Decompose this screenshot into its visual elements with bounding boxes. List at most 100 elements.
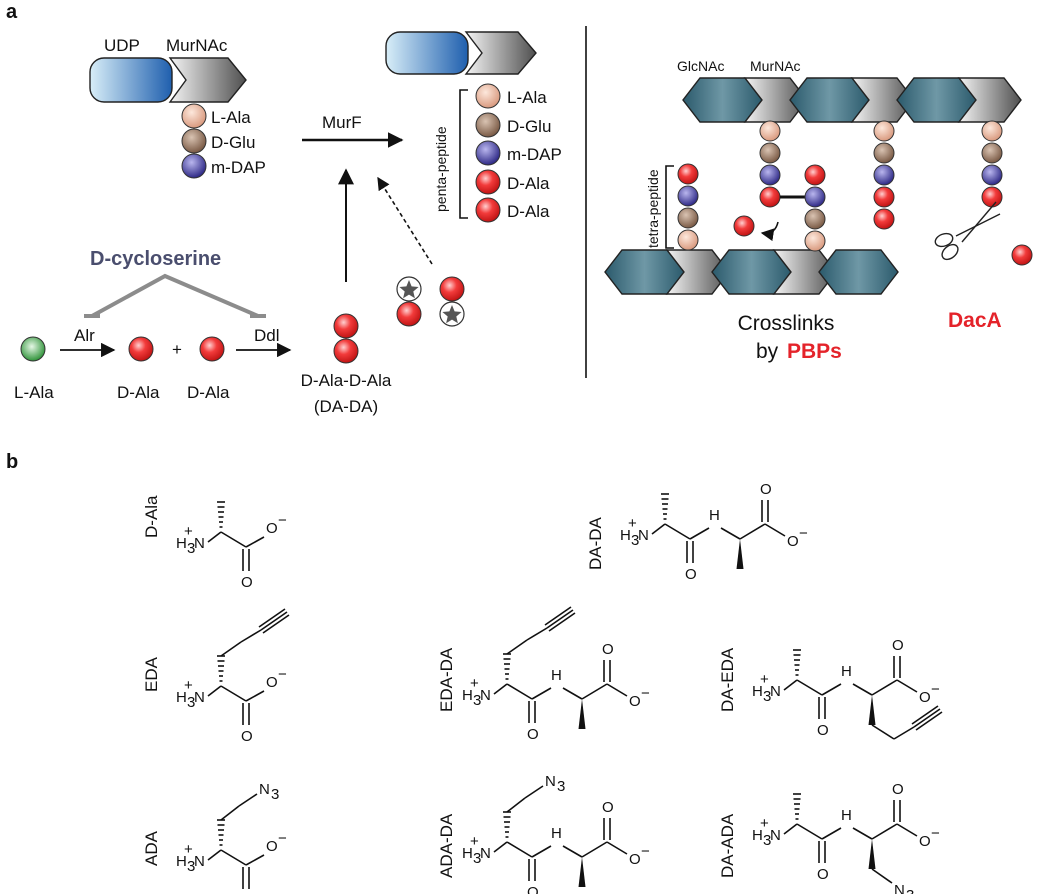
svg-text:H: H	[841, 807, 852, 824]
murf-label: MurF	[322, 113, 362, 132]
inhibitor-label: D-cycloserine	[90, 248, 221, 270]
svg-text:H: H	[462, 845, 473, 862]
name-da-ada: DA-ADA	[718, 813, 737, 878]
svg-text:H: H	[462, 687, 473, 704]
name-ada-da: ADA-DA	[437, 813, 456, 878]
svg-text:O: O	[241, 892, 253, 894]
svg-text:O: O	[241, 728, 253, 745]
bead-l-ala-free	[20, 336, 46, 362]
residue-right-5: D-Ala	[507, 202, 550, 221]
peptide-stems: tetra-peptide	[645, 120, 1033, 266]
svg-text:+: +	[760, 815, 769, 832]
name-ada: ADA	[142, 830, 161, 866]
residue-right-4: D-Ala	[507, 174, 550, 193]
svg-text:O: O	[527, 726, 539, 743]
svg-text:N: N	[770, 827, 781, 844]
d-ala-1-label: D-Ala	[117, 383, 160, 402]
svg-text:O: O	[266, 520, 278, 537]
svg-text:3: 3	[187, 540, 195, 557]
pbps-label: PBPs	[787, 340, 842, 363]
svg-text:+: +	[760, 671, 769, 688]
svg-text:3: 3	[763, 832, 771, 849]
ddl-label: Ddl	[254, 326, 280, 345]
svg-text:H: H	[551, 825, 562, 842]
svg-text:O: O	[919, 833, 931, 850]
svg-text:+: +	[184, 523, 193, 540]
svg-text:O: O	[266, 838, 278, 855]
svg-text:O: O	[760, 481, 772, 498]
svg-text:3: 3	[187, 858, 195, 875]
residue-left-1: L-Ala	[211, 108, 251, 127]
udp-murnac-pentapeptide: L-Ala D-Glu m-DAP D-Ala D-Ala penta-pept…	[385, 31, 562, 223]
svg-text:−: −	[278, 666, 287, 683]
svg-text:N: N	[259, 781, 270, 798]
svg-text:−: −	[799, 525, 808, 542]
svg-text:3: 3	[271, 786, 279, 803]
svg-text:3: 3	[906, 887, 914, 894]
svg-text:H: H	[176, 535, 187, 552]
svg-text:3: 3	[473, 692, 481, 709]
glcnac-label: GlcNAc	[677, 58, 724, 74]
svg-text:H: H	[841, 663, 852, 680]
svg-text:O: O	[602, 799, 614, 816]
name-eda-da: EDA-DA	[437, 647, 456, 712]
svg-text:N: N	[894, 882, 905, 894]
svg-text:O: O	[241, 574, 253, 591]
svg-text:H: H	[752, 827, 763, 844]
svg-text:H: H	[620, 527, 631, 544]
svg-text:−: −	[641, 685, 650, 702]
labeled-analog-dimers	[396, 276, 465, 327]
svg-text:N: N	[770, 683, 781, 700]
panel-b-label: b	[6, 451, 18, 473]
residue-right-3: m-DAP	[507, 145, 562, 164]
murnac-sugar	[168, 57, 247, 103]
svg-text:N: N	[194, 853, 205, 870]
l-ala-label: L-Ala	[14, 383, 54, 402]
svg-text:O: O	[919, 689, 931, 706]
crosslinks-by: by	[756, 340, 779, 363]
svg-text:+: +	[184, 841, 193, 858]
svg-text:+: +	[470, 833, 479, 850]
plus-sign: +	[172, 340, 182, 359]
inhibitor: D-cycloserine	[84, 248, 266, 318]
svg-text:+: +	[184, 677, 193, 694]
svg-text:H: H	[176, 689, 187, 706]
peptidoglycan-bottom-strand	[604, 249, 899, 295]
svg-text:3: 3	[473, 850, 481, 867]
structure-ada: H3N+N3O−O	[176, 781, 287, 894]
residue-right-1: L-Ala	[507, 88, 547, 107]
name-eda: EDA	[142, 656, 161, 692]
d-ala-2-label: D-Ala	[187, 383, 230, 402]
murnac-label: MurNAc	[166, 36, 228, 55]
crosslinks-line1: Crosslinks	[738, 312, 835, 335]
bead-d-glu	[181, 128, 207, 154]
bead-l-ala	[181, 103, 207, 129]
name-d-ala: D-Ala	[142, 495, 161, 538]
scissors-icon	[934, 201, 1001, 261]
residue-left-2: D-Glu	[211, 133, 255, 152]
svg-text:+: +	[628, 515, 637, 532]
svg-text:O: O	[602, 641, 614, 658]
svg-text:H: H	[551, 667, 562, 684]
tetra-peptide-label: tetra-peptide	[645, 169, 661, 248]
residue-right-2: D-Glu	[507, 117, 551, 136]
dimer-label: D-Ala-D-Ala	[301, 371, 392, 390]
svg-text:−: −	[931, 825, 940, 842]
svg-text:−: −	[278, 830, 287, 847]
svg-text:3: 3	[557, 778, 565, 795]
svg-text:N: N	[638, 527, 649, 544]
svg-text:O: O	[817, 866, 829, 883]
name-da-eda: DA-EDA	[718, 647, 737, 712]
svg-text:3: 3	[187, 694, 195, 711]
svg-text:N: N	[480, 845, 491, 862]
alr-label: Alr	[74, 326, 95, 345]
svg-text:O: O	[629, 693, 641, 710]
